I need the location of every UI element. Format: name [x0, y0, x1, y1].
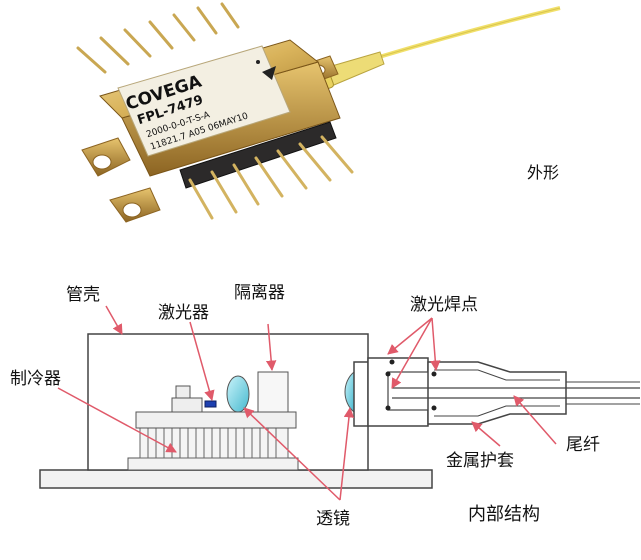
laser-mount [171, 397, 203, 413]
label-weld-points: 激光焊点 [410, 295, 478, 315]
diagram-caption: 内部结构 [468, 504, 540, 525]
label-isolator: 隔离器 [234, 283, 285, 303]
callout-arrows [57, 305, 557, 501]
label-cooler: 制冷器 [10, 369, 61, 389]
butterfly-package-photo: COVEGA FPL-7479 2000-0-0-T-S-A 11821.7 A… [76, 2, 561, 223]
submount-plate [135, 411, 297, 429]
cooler-fins [139, 427, 289, 459]
label-laser: 激光器 [158, 303, 209, 323]
label-housing: 管壳 [66, 285, 100, 305]
connector-strip [179, 121, 337, 189]
front-pins [188, 135, 354, 220]
orientation-mark-icon [262, 66, 276, 80]
window-flange [353, 361, 369, 427]
laser-chip [204, 400, 217, 408]
base-plate [39, 469, 433, 489]
internal-structure-diagram: 管壳 激光器 隔离器 制冷器 透镜 激光焊点 金属护套 尾纤 内部结构 [10, 283, 640, 529]
weld-dots [385, 359, 437, 411]
back-pins [76, 2, 240, 74]
cooler-base [127, 457, 299, 471]
metal-sleeve [427, 361, 567, 425]
label-lens: 透镜 [316, 509, 350, 529]
label-pigtail: 尾纤 [566, 435, 600, 455]
lens-1 [226, 375, 250, 413]
photo-caption: 外形 [527, 163, 559, 182]
isolator-block [257, 371, 289, 413]
label-metal-sleeve: 金属护套 [446, 451, 514, 471]
